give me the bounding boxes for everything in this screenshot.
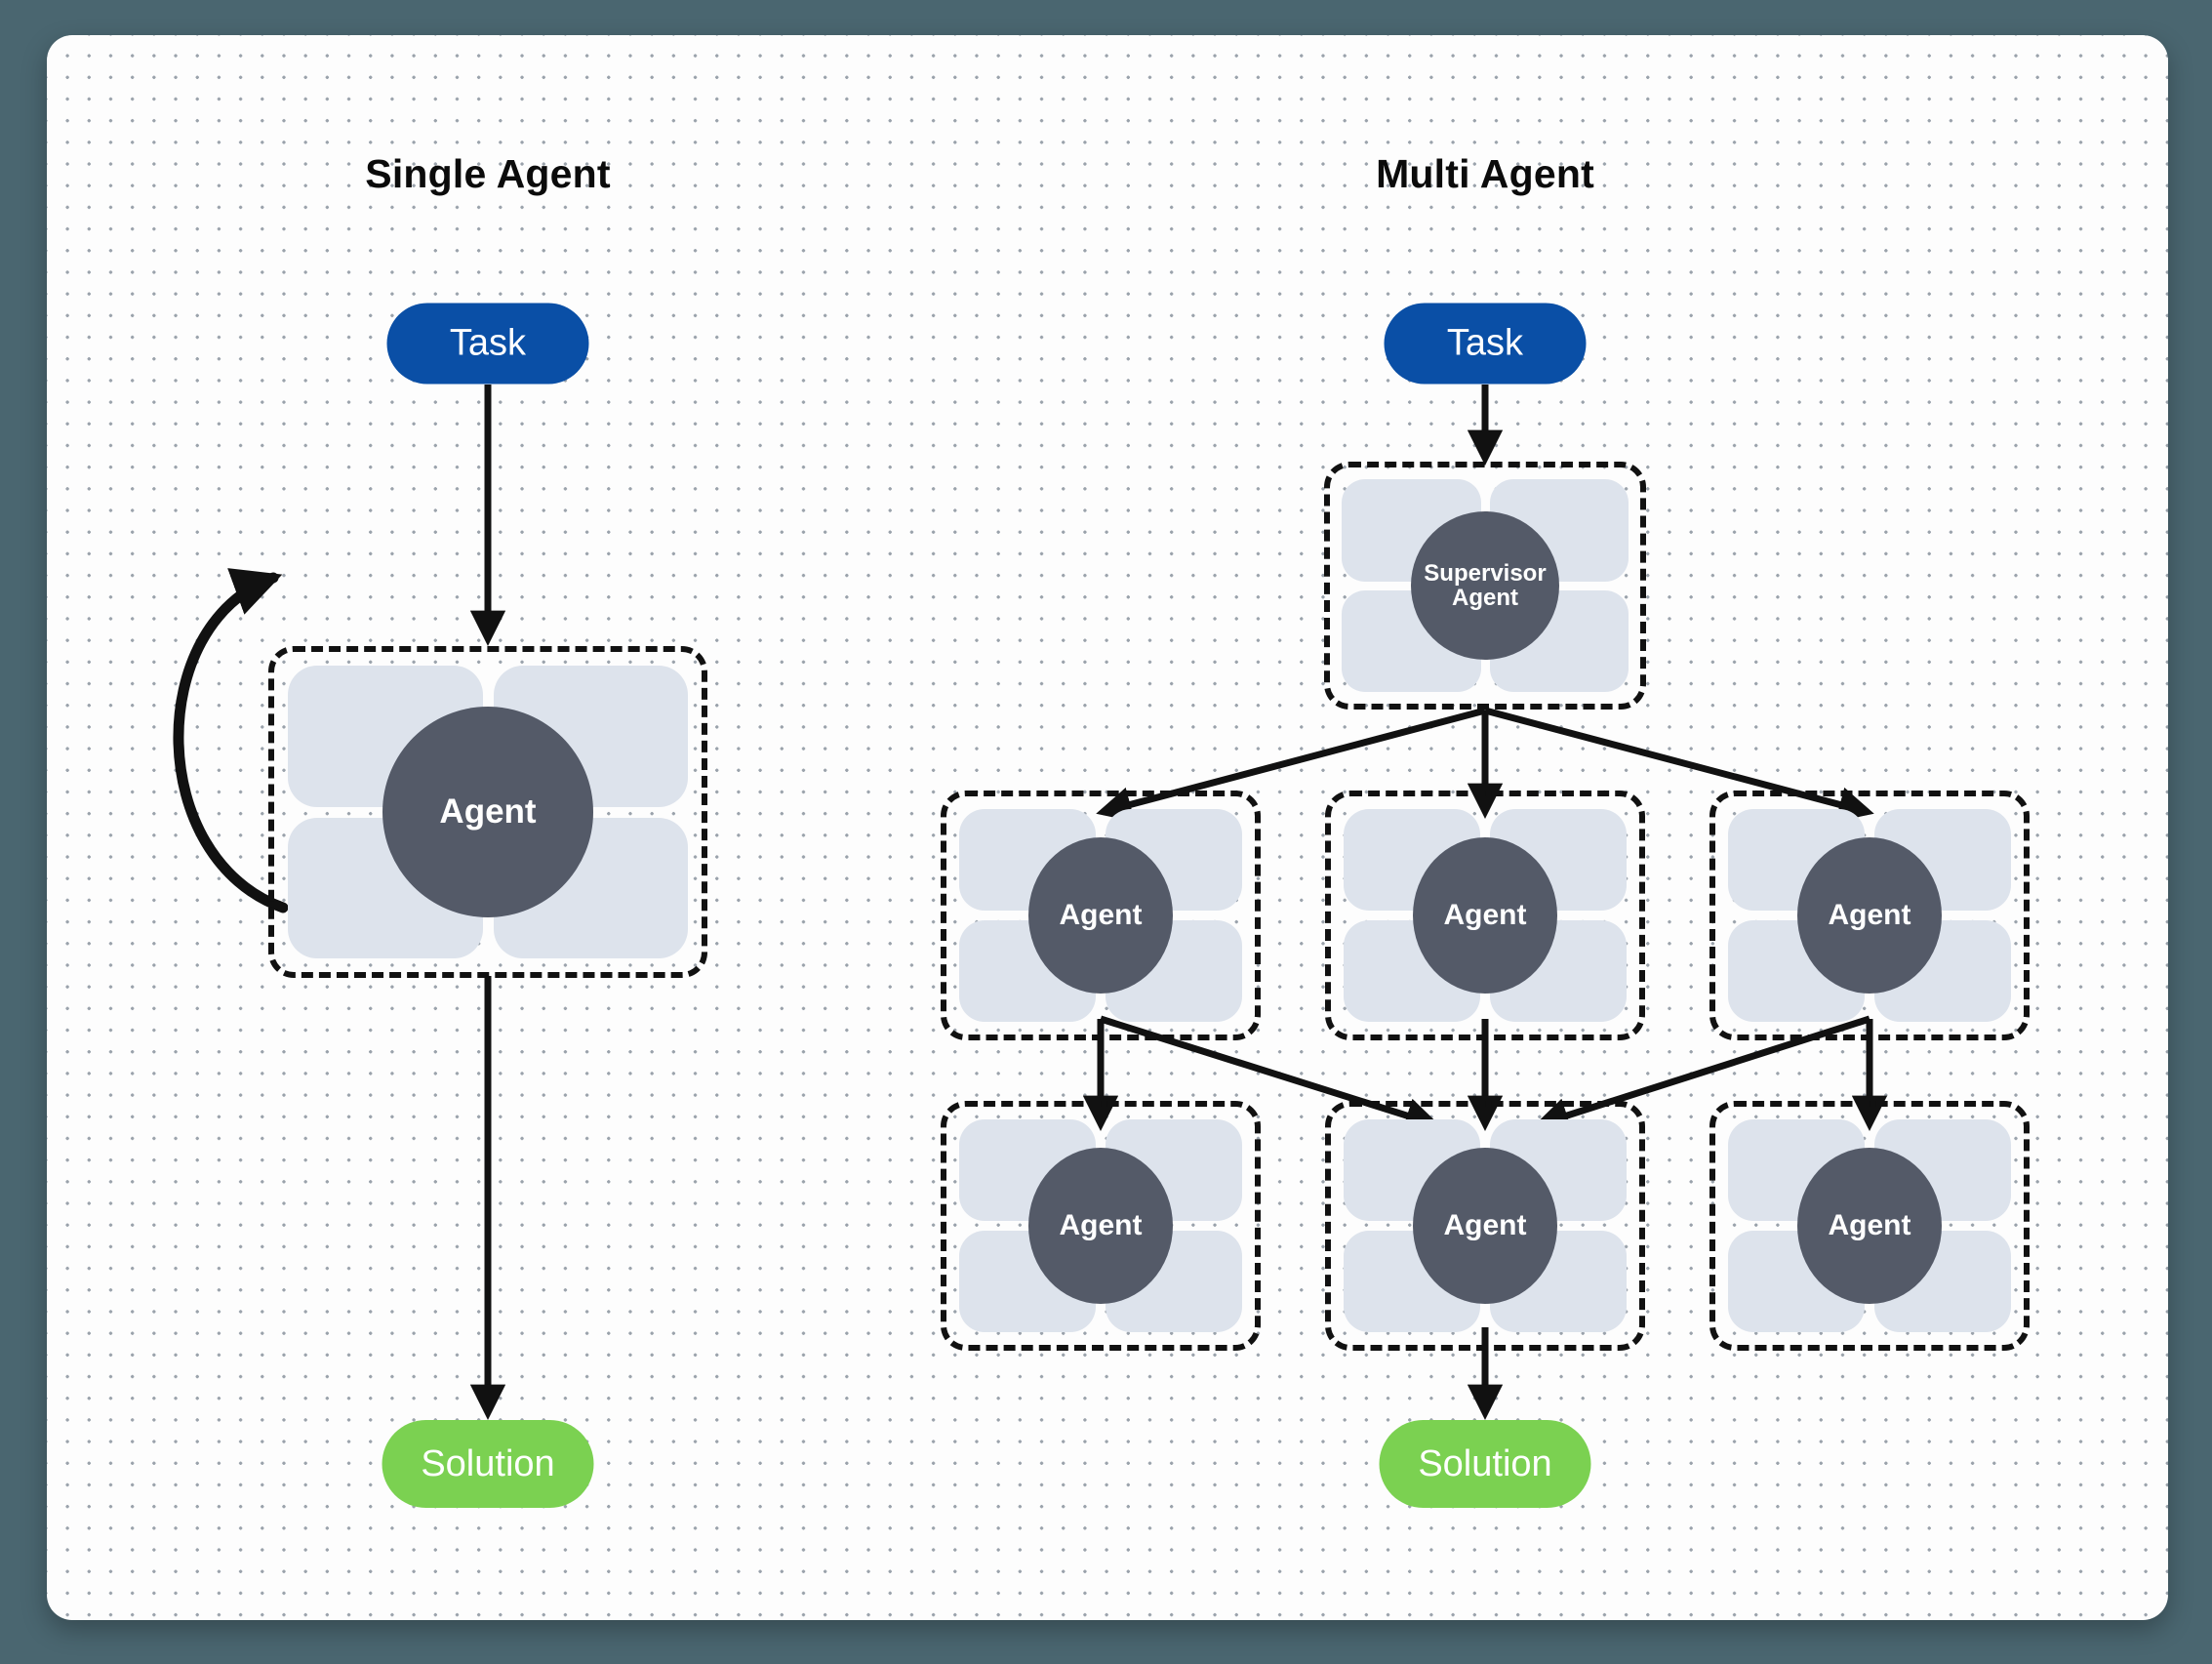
edge-agent-self-loop (173, 568, 289, 913)
supervisor-core-label-line2: Agent (1452, 585, 1518, 611)
supervisor-agent-node[interactable]: Supervisor Agent (1324, 462, 1646, 710)
panel-heading-multi: Multi Agent (1376, 151, 1594, 196)
agent-core-label: Agent (1059, 1209, 1143, 1242)
solution-pill-label-multi: Solution (1418, 1442, 1552, 1484)
task-pill-label-multi: Task (1446, 322, 1524, 364)
agent-core-label: Agent (1828, 899, 1911, 932)
agent-node-row2-col1[interactable]: Agent (941, 1101, 1261, 1351)
agent-core-single: Agent (382, 707, 593, 917)
agent-node-row1-col1[interactable]: Agent (941, 791, 1261, 1040)
agent-core-row1-col3: Agent (1797, 837, 1942, 994)
agent-core-label: Agent (1443, 899, 1527, 932)
agent-node-single[interactable]: Agent (268, 646, 707, 978)
supervisor-agent-core: Supervisor Agent (1411, 511, 1559, 660)
solution-pill-multi: Solution (1379, 1420, 1591, 1508)
supervisor-core-label-line1: Supervisor (1424, 559, 1547, 587)
agent-core-row1-col2: Agent (1413, 837, 1557, 994)
agent-node-row1-col2[interactable]: Agent (1325, 791, 1645, 1040)
task-pill-single: Task (386, 303, 589, 385)
panel-heading-single: Single Agent (365, 151, 611, 196)
task-pill-multi: Task (1384, 303, 1587, 385)
agent-core-row1-col1: Agent (1028, 837, 1173, 994)
task-pill-label-single: Task (449, 322, 527, 364)
agent-core-label: Agent (1443, 1209, 1527, 1242)
agent-core-row2-col1: Agent (1028, 1148, 1173, 1304)
agent-node-row1-col3[interactable]: Agent (1709, 791, 2030, 1040)
agent-core-label: Agent (1059, 899, 1143, 932)
agent-core-label: Agent (1828, 1209, 1911, 1242)
agent-core-label-single: Agent (439, 791, 537, 831)
agent-node-row2-col2[interactable]: Agent (1325, 1101, 1645, 1351)
agent-core-row2-col3: Agent (1797, 1148, 1942, 1304)
solution-pill-label-single: Solution (421, 1442, 555, 1484)
solution-pill-single: Solution (382, 1420, 594, 1508)
agent-core-row2-col2: Agent (1413, 1148, 1557, 1304)
agent-tile-grid (1715, 796, 2024, 1035)
agent-node-row2-col3[interactable]: Agent (1709, 1101, 2030, 1351)
